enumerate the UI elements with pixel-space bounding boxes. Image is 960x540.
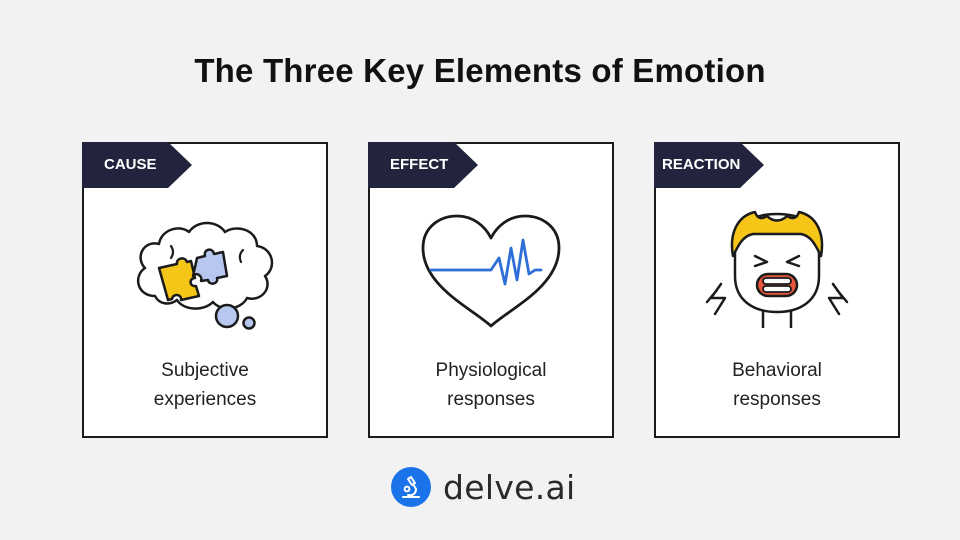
brand-logo: delve.ai — [391, 465, 576, 509]
caption-line: Subjective — [161, 360, 249, 381]
card-caption: Behavioral responses — [656, 356, 898, 414]
card-caption: Physiological responses — [370, 356, 612, 414]
card-effect: EFFECT Physiological responses — [368, 142, 614, 438]
microscope-icon — [391, 467, 431, 507]
card-caption: Subjective experiences — [84, 356, 326, 414]
caption-line: experiences — [153, 389, 257, 410]
card-tag: REACTION — [654, 142, 764, 188]
caption-line: Physiological — [435, 360, 547, 381]
angry-face-icon — [656, 204, 898, 334]
card-tag: EFFECT — [368, 142, 478, 188]
brand-name: delve.ai — [443, 467, 576, 507]
caption-line: Behavioral — [732, 360, 822, 381]
caption-line: responses — [447, 389, 535, 410]
card-cause: CAUSE Subjective experiences — [82, 142, 328, 438]
heartbeat-icon — [370, 204, 612, 334]
page-title: The Three Key Elements of Emotion — [194, 52, 766, 89]
caption-line: responses — [733, 389, 821, 410]
card-reaction: REACTION Behavioral responses — [654, 142, 900, 438]
card-tag: CAUSE — [82, 142, 192, 188]
thought-bubble-puzzle-icon — [84, 204, 326, 334]
